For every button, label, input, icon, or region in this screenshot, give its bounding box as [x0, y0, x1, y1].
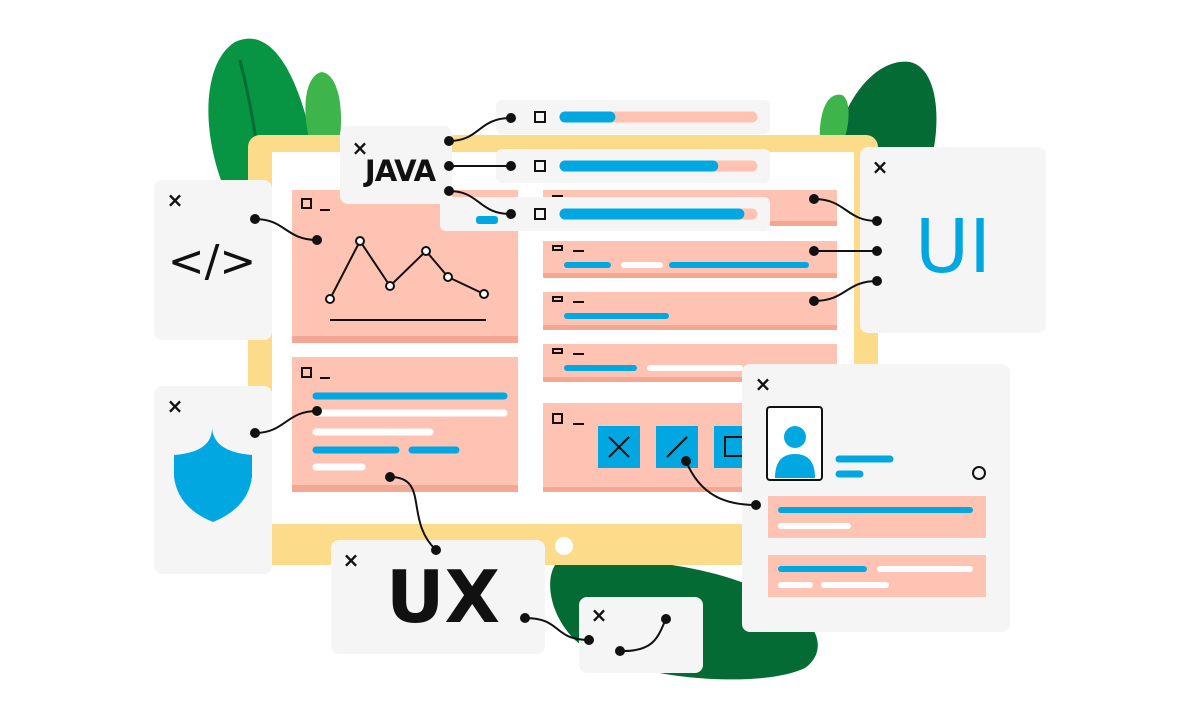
checkbox-icon[interactable]: [552, 296, 563, 302]
shield-icon: [174, 427, 252, 522]
checkbox-icon[interactable]: [534, 111, 546, 123]
close-icon[interactable]: ×: [352, 136, 369, 160]
code-window: × </>: [154, 180, 272, 340]
slash-icon: [666, 436, 688, 458]
checkbox-icon[interactable]: [552, 348, 563, 354]
checkbox-icon[interactable]: [534, 208, 546, 220]
user-avatar-icon: [766, 406, 823, 481]
security-window: ×: [154, 386, 272, 574]
square-control-button[interactable]: [714, 426, 745, 468]
checkbox-icon[interactable]: [301, 367, 312, 378]
connector-window: ×: [579, 597, 703, 673]
checkbox-icon[interactable]: [534, 160, 546, 172]
profile-window: ×: [742, 364, 1010, 632]
close-icon[interactable]: ×: [872, 155, 889, 179]
code-icon: </>: [168, 236, 257, 287]
ux-window: × UX: [331, 540, 545, 654]
checkbox-icon[interactable]: [552, 245, 563, 251]
radio-icon[interactable]: [972, 466, 986, 480]
connector-dots: [250, 113, 882, 645]
chart-card: [292, 190, 518, 343]
close-icon[interactable]: ×: [167, 394, 184, 418]
slash-control-button[interactable]: [656, 426, 698, 468]
close-control-button[interactable]: [598, 426, 640, 468]
text-card: [292, 357, 518, 492]
ui-label: UI: [915, 204, 991, 290]
connectors: [254, 117, 878, 641]
checkbox-icon[interactable]: [301, 198, 312, 209]
close-icon[interactable]: ×: [167, 188, 184, 212]
list-row: [543, 241, 837, 278]
java-window: × JAVA: [340, 126, 452, 204]
line-chart-icon: [325, 236, 489, 321]
java-label: JAVA: [363, 154, 437, 188]
checkbox-icon[interactable]: [552, 413, 563, 424]
close-icon[interactable]: ×: [591, 603, 608, 627]
ui-window: × UI: [860, 147, 1046, 333]
close-icon[interactable]: ×: [755, 372, 772, 396]
close-icon[interactable]: ×: [343, 548, 360, 572]
java-progress-bars: [440, 100, 770, 231]
list-row: [543, 292, 837, 330]
ux-label: UX: [386, 555, 500, 639]
monitor-power-button: [555, 537, 573, 555]
